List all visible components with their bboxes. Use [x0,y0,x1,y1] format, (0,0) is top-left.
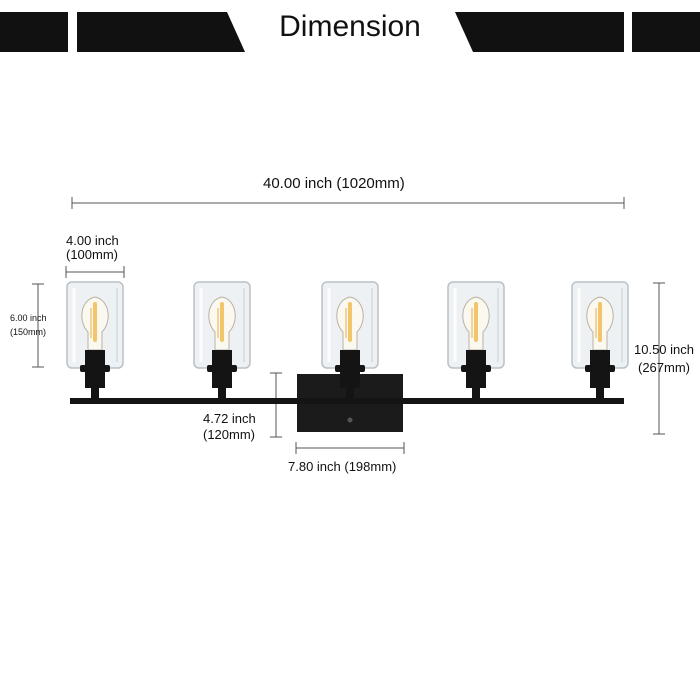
socket-ring [461,365,491,372]
shade-width-label-inch: 4.00 inch [66,233,119,248]
socket [212,350,232,366]
socket [85,350,105,366]
page-title: Dimension [279,10,421,43]
backplate-width-line [295,442,405,454]
fixture-height-label-inch: 10.50 inch [634,342,694,357]
socket-stem [472,386,480,400]
overall-width-line [71,197,625,209]
header-bar-left [77,12,245,52]
socket-stem [91,386,99,400]
backplate-height-line [270,372,282,438]
fixture-height-line [653,282,665,435]
header-bar-left-small [0,12,68,52]
light-5 [571,281,629,400]
light-4 [447,281,505,400]
socket [340,350,360,366]
shade-width-line [65,266,125,278]
socket-ring [207,365,237,372]
fixture-height-label-mm: (267mm) [638,360,691,375]
socket-cup [85,372,105,388]
socket-ring [335,365,365,372]
socket-cup [340,372,360,388]
socket [590,350,610,366]
socket [466,350,486,366]
socket-ring [80,365,110,372]
socket-stem [346,386,354,400]
backplate-screw [347,417,353,423]
shade-height-label-mm: (150mm) [10,327,47,337]
shade-width-label-mm: (100mm) [66,247,119,262]
header-bar-right [455,12,624,52]
socket-stem [218,386,226,400]
light-1 [66,281,124,400]
backplate-height-label-mm: (120mm) [203,427,256,442]
mounting-rod [70,398,624,404]
socket-stem [596,386,604,400]
socket-cup [212,372,232,388]
socket-ring [585,365,615,372]
socket-cup [590,372,610,388]
overall-width-label: 40.00 inch (1020mm) [263,175,405,192]
socket-cup [466,372,486,388]
backplate-width-label: 7.80 inch (198mm) [288,459,397,474]
light-3 [321,281,379,400]
shade-height-label-inch: 6.00 inch [10,313,47,323]
header-bar-right-small [632,12,700,52]
shade-height-line [32,283,44,368]
backplate-height-label-inch: 4.72 inch [203,411,256,426]
light-2 [193,281,251,400]
